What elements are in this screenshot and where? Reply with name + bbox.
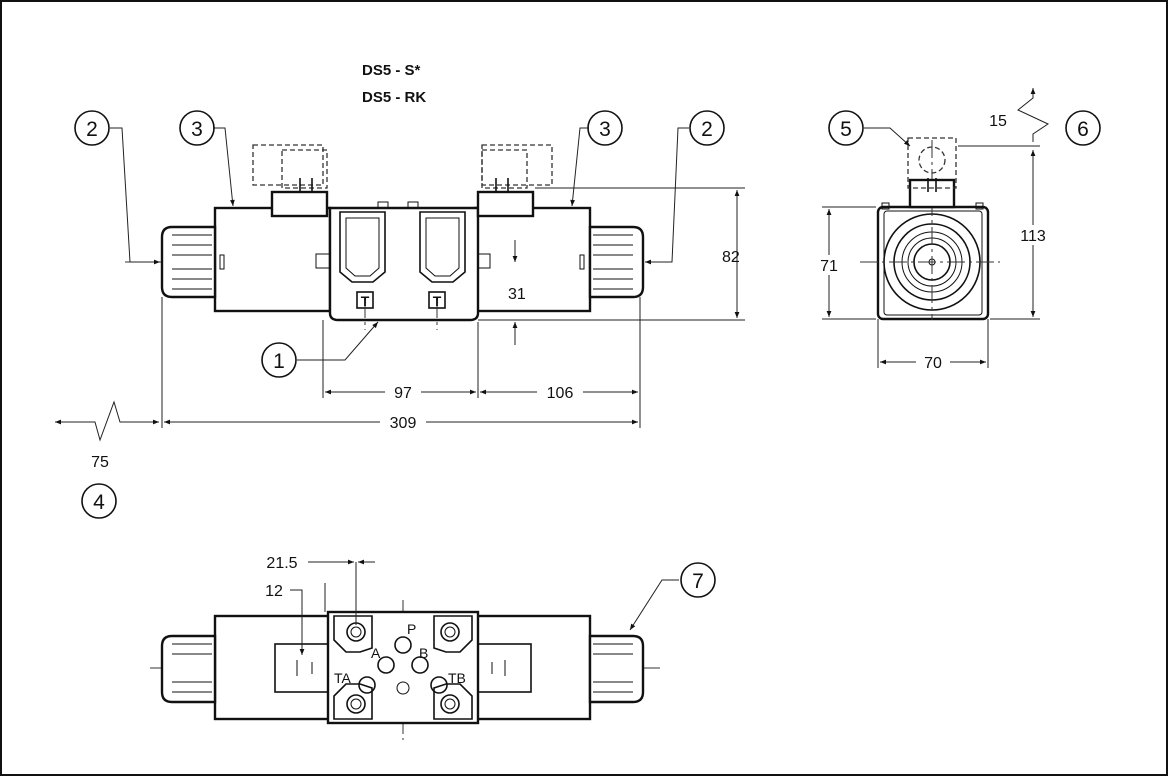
callout-3-left: 3 (179, 110, 215, 146)
dimension-21-5: 21.5 (266, 555, 297, 572)
svg-text:6: 6 (1077, 118, 1089, 141)
svg-text:7: 7 (692, 570, 704, 593)
svg-text:4: 4 (93, 491, 105, 514)
port-label-tb: TB (448, 670, 466, 686)
port-label-ta: TA (334, 670, 352, 686)
side-view (860, 137, 1000, 321)
callout-1: 1 (261, 342, 297, 378)
model-title-line2: DS5 - RK (362, 89, 426, 106)
dimension-309: 309 (390, 415, 417, 432)
front-view: T T (125, 144, 668, 330)
dimension-113: 113 (1020, 228, 1046, 245)
dimension-70: 70 (924, 355, 942, 372)
dimension-71: 71 (820, 258, 838, 275)
svg-text:1: 1 (273, 350, 285, 373)
dimension-75: 75 (91, 454, 109, 471)
dimension-31: 31 (508, 286, 526, 303)
callout-3-right: 3 (587, 110, 623, 146)
dimension-12: 12 (265, 583, 283, 600)
callout-7: 7 (680, 562, 716, 598)
dimension-106: 106 (547, 385, 574, 402)
model-title-line1: DS5 - S* (362, 62, 421, 79)
port-label-p: P (407, 621, 416, 637)
port-label-a: A (371, 645, 381, 661)
bottom-view (150, 600, 660, 740)
svg-text:5: 5 (840, 118, 852, 141)
svg-text:2: 2 (86, 118, 98, 141)
port-label-b: B (419, 645, 428, 661)
svg-text:3: 3 (599, 118, 611, 141)
svg-text:3: 3 (191, 118, 203, 141)
callout-5: 5 (828, 110, 864, 146)
bottom-view-dimensions: 21.5 12 (265, 555, 679, 655)
dimension-15: 15 (989, 113, 1007, 130)
front-view-dimensions: 82 31 97 106 309 75 (55, 127, 745, 471)
svg-text:2: 2 (701, 118, 713, 141)
callout-4: 4 (81, 483, 117, 519)
dimension-82: 82 (722, 249, 740, 266)
callout-2-left: 2 (74, 110, 110, 146)
dimension-97: 97 (394, 385, 412, 402)
callout-6: 6 (1065, 110, 1101, 146)
side-view-dimensions: 71 70 113 15 (814, 88, 1052, 372)
callout-2-right: 2 (689, 110, 725, 146)
